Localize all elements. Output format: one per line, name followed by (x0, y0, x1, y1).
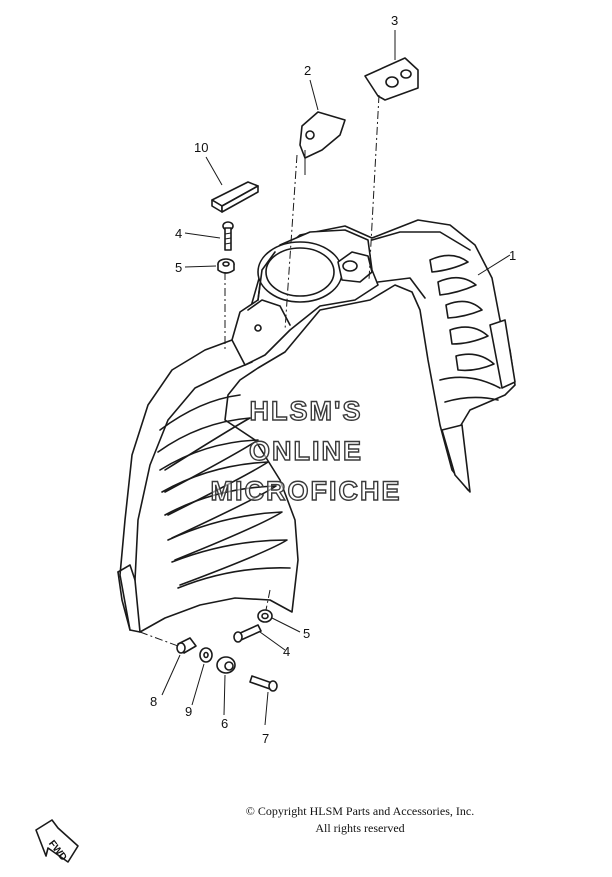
callout-5-lower: 5 (303, 626, 310, 641)
part-5-grommet-upper (217, 258, 235, 274)
part-6-grommet (216, 656, 236, 674)
callout-5-upper: 5 (175, 260, 182, 275)
callout-9: 9 (185, 704, 192, 719)
part-2-cover-plate (299, 111, 346, 175)
front-fairing-panel (117, 219, 516, 633)
callout-1: 1 (509, 248, 516, 263)
headlight-housing (231, 229, 379, 366)
watermark-line-3: MICROFICHE (210, 475, 402, 506)
part-3-gasket (364, 57, 419, 101)
leader-lines (139, 30, 511, 726)
copyright-line-2: All rights reserved (315, 821, 405, 835)
callout-8: 8 (150, 694, 157, 709)
callout-10: 10 (194, 140, 208, 155)
forward-arrow-icon: FWD (35, 819, 79, 863)
callout-4-lower: 4 (283, 644, 290, 659)
part-5-grommet-lower (257, 609, 273, 623)
watermark-line-1: HLSM'S (249, 395, 363, 426)
callout-labels: 3 2 10 4 5 1 5 4 8 9 6 7 (150, 13, 516, 746)
callout-4-upper: 4 (175, 226, 182, 241)
part-4-screw-upper (222, 221, 234, 251)
part-8-collar (176, 637, 197, 654)
part-9-washer (199, 647, 213, 663)
callout-7: 7 (262, 731, 269, 746)
copyright-line-1: © Copyright HLSM Parts and Accessories, … (245, 804, 475, 818)
callout-3: 3 (391, 13, 398, 28)
part-7-bolt (249, 675, 278, 692)
callout-6: 6 (221, 716, 228, 731)
watermark-line-2: ONLINE (248, 435, 363, 466)
part-10-rubber-strip (211, 181, 259, 213)
part-4-screw-lower (233, 624, 262, 643)
callout-2: 2 (304, 63, 311, 78)
